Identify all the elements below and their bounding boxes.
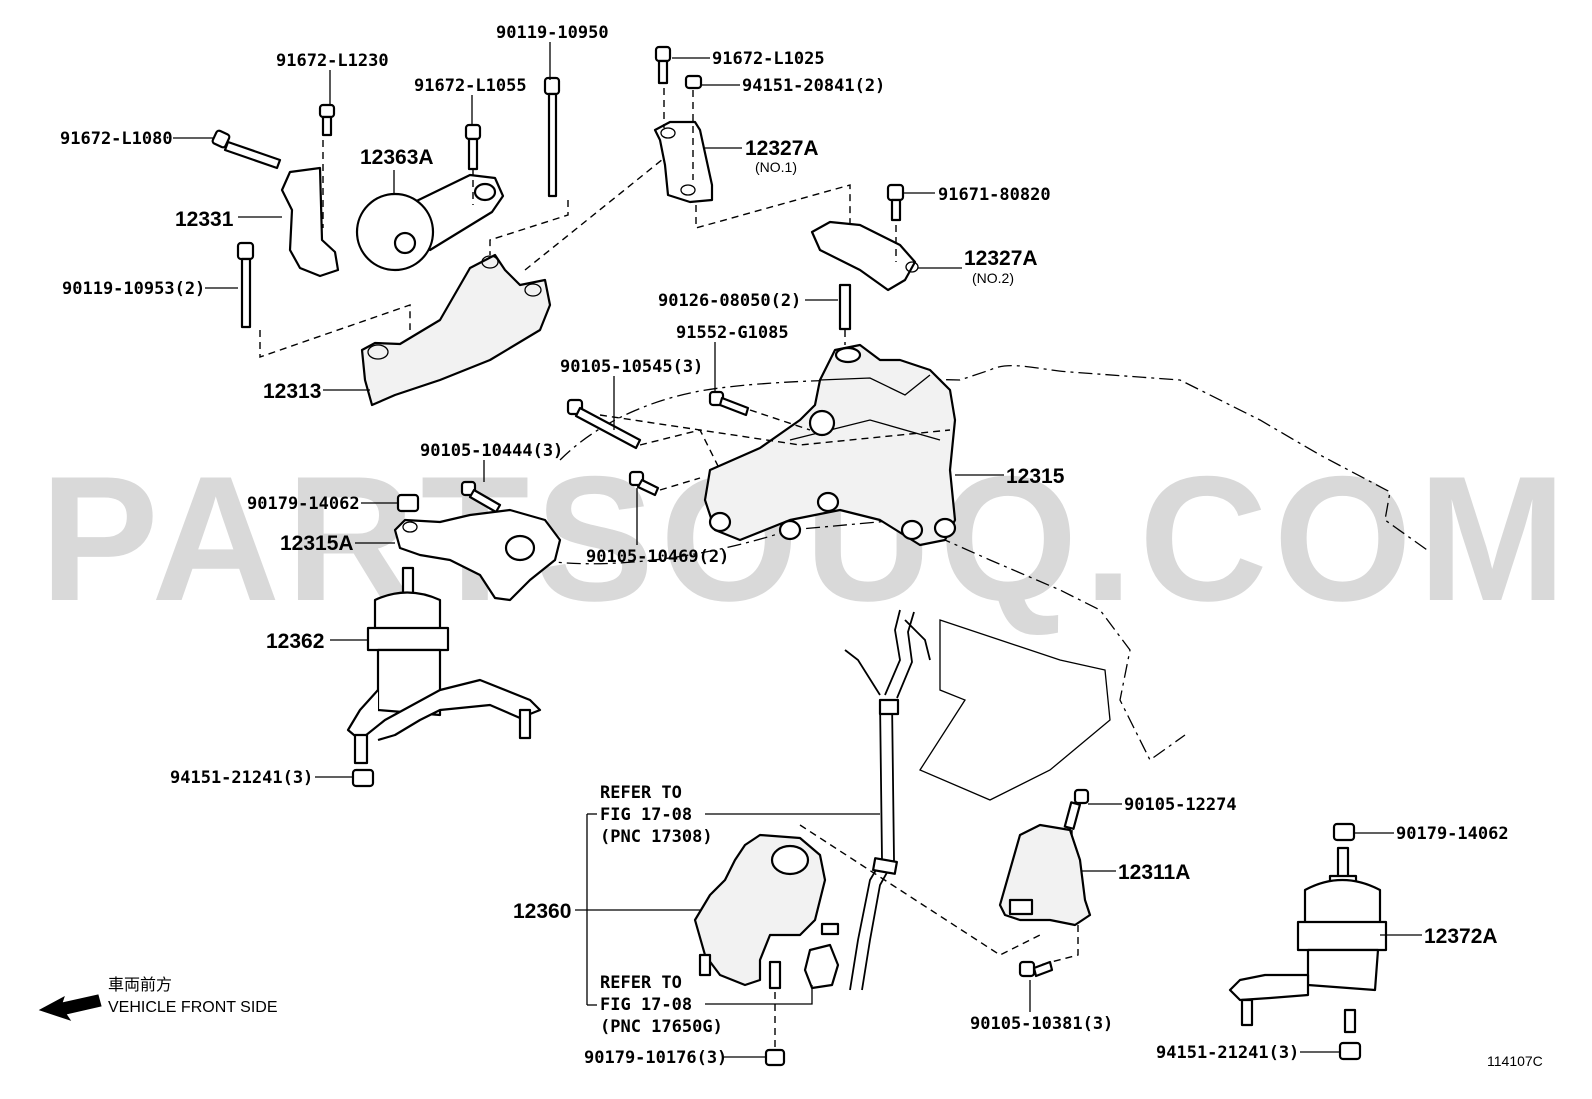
label-12363a: 12363A: [360, 146, 434, 169]
label-12362: 12362: [266, 630, 324, 653]
direction-en: VEHICLE FRONT SIDE: [108, 999, 278, 1016]
label-90105-12274: 90105-12274: [1124, 795, 1237, 815]
label-90179-10176: 90179-10176(3): [584, 1048, 727, 1068]
label-refer1-line2: FIG 17-08: [600, 805, 692, 825]
dash-connector: [695, 184, 851, 229]
label-90105-10545: 90105-10545(3): [560, 357, 703, 377]
nut-94151-21241-icon: [351, 768, 375, 788]
control-mount-12360-icon: [693, 833, 840, 990]
label-94151-21241-b: 94151-21241(3): [1156, 1043, 1299, 1063]
label-12327a-no2: 12327A: [964, 247, 1038, 270]
bracket-12313-hole: [367, 344, 389, 360]
dash-connector: [659, 477, 701, 491]
label-90119-10953: 90119-10953(2): [62, 279, 205, 299]
label-12315a: 12315A: [280, 532, 354, 555]
label-90105-10381: 90105-10381(3): [970, 1014, 1113, 1034]
bracket-12315a-hole: [504, 534, 536, 562]
bolt-91672-l1055-icon: [464, 123, 482, 171]
bracket-12327a-no2-icon: [810, 220, 917, 292]
label-90179-14062-b: 90179-14062: [1396, 824, 1509, 844]
direction-jp: 車両前方: [108, 976, 172, 994]
label-90119-10950: 90119-10950: [496, 23, 609, 43]
dash-connector: [749, 409, 811, 431]
bracket-12315-icon: [703, 343, 957, 547]
bolt-91552-g1085-icon: [708, 390, 750, 417]
label-91672-l1230: 91672-L1230: [276, 51, 389, 71]
bracket-12327a-no2-hole: [905, 261, 919, 273]
bolt-90105-12274-icon: [1063, 788, 1090, 830]
dash-connector: [799, 824, 1041, 956]
engine-mount-12372a-icon: [1228, 846, 1388, 1034]
engine-outline-lower: [539, 519, 1186, 761]
bracket-12327a-no1-hole-2: [680, 184, 696, 196]
label-12311a: 12311A: [1118, 861, 1190, 884]
label-94151-21241: 94151-21241(3): [170, 768, 313, 788]
label-94151-20841: 94151-20841(2): [742, 76, 885, 96]
dash-connector: [259, 304, 411, 358]
bolt-90105-10545-icon: [566, 398, 642, 450]
label-refer2-line3: (PNC 17650G): [600, 1017, 723, 1037]
bracket-12327a-no1-icon: [653, 120, 714, 204]
transmission-outline: [919, 619, 1111, 801]
dash-connector: [599, 414, 951, 446]
engine-mount-12362-icon: [346, 566, 542, 765]
dash-connector: [1039, 925, 1079, 966]
bracket-12315a-hole-2: [402, 521, 418, 533]
bracket-12313-icon: [360, 253, 552, 407]
label-12331: 12331: [175, 208, 234, 231]
bolt-91672-l1230-icon: [318, 103, 336, 137]
label-91672-l1025: 91672-L1025: [712, 49, 825, 69]
label-no2: (NO.2): [972, 270, 1014, 286]
bolt-91672-l1025-icon: [654, 45, 672, 85]
nut-90179-14062-icon: [396, 493, 420, 513]
front-arrow-icon: [38, 994, 102, 1021]
nut-94151-21241-b-icon: [1338, 1041, 1362, 1061]
label-refer2-line2: FIG 17-08: [600, 995, 692, 1015]
leader-lines: [173, 42, 1422, 1058]
label-refer1-line3: (PNC 17308): [600, 827, 713, 847]
label-90105-10469: 90105-10469(2): [586, 547, 729, 567]
bracket-12313-hole-3: [524, 283, 542, 297]
vacuum-hose-icon: [844, 609, 931, 991]
label-90179-14062: 90179-14062: [247, 494, 360, 514]
bolt-90119-10950-icon: [543, 76, 561, 198]
dash-connector: [489, 200, 569, 255]
label-no1: (NO.1): [755, 159, 797, 175]
label-12372a: 12372A: [1424, 925, 1498, 948]
label-12315: 12315: [1006, 465, 1065, 488]
label-refer1-line1: REFER TO: [600, 783, 682, 803]
bolt-90105-10469-icon: [628, 470, 660, 497]
bolt-91671-80820-icon: [886, 183, 905, 222]
diagram-code: 114107C: [1487, 1053, 1543, 1069]
bolt-90105-10381-icon: [1018, 960, 1054, 978]
label-91672-l1055: 91672-L1055: [414, 76, 527, 96]
label-90105-10444: 90105-10444(3): [420, 441, 563, 461]
label-91552-g1085: 91552-G1085: [676, 323, 789, 343]
stud-90126-08050-icon: [838, 283, 852, 331]
label-refer2-line1: REFER TO: [600, 973, 682, 993]
label-91671-80820: 91671-80820: [938, 185, 1051, 205]
label-12313: 12313: [263, 380, 321, 403]
label-12327a-no1: 12327A: [745, 137, 819, 160]
nut-94151-20841-icon: [684, 74, 703, 90]
bolt-91672-l1080-icon: [211, 129, 282, 170]
label-91672-l1080: 91672-L1080: [60, 129, 173, 149]
bolt-90119-10953-icon: [236, 241, 255, 329]
mount-12311a-foot: [1008, 898, 1034, 916]
torque-rod-12363a-icon: [355, 173, 505, 272]
nut-90179-14062-b-icon: [1332, 822, 1356, 842]
bracket-12331-icon: [280, 166, 340, 278]
bracket-12315a-icon: [393, 508, 562, 602]
nut-90179-10176-icon: [764, 1048, 786, 1067]
engine-outline: [559, 364, 1431, 553]
bracket-12313-hole-2: [481, 255, 499, 269]
bracket-12327a-no1-hole: [660, 127, 676, 139]
label-90126-08050: 90126-08050(2): [658, 291, 801, 311]
dash-connector: [524, 154, 669, 271]
label-12360: 12360: [513, 900, 571, 923]
